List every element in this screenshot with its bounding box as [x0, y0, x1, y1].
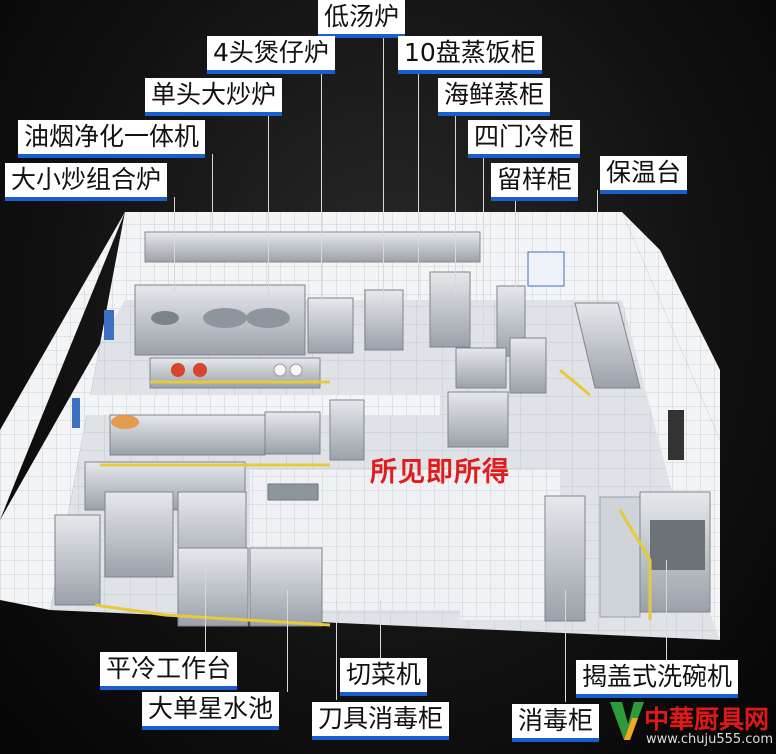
label-single-head-wok: 单头大炒炉	[145, 78, 283, 116]
label-knife-sterilizer: 刀具消毒柜	[312, 702, 450, 740]
leader-line	[515, 197, 516, 287]
label-ten-tray-steamer: 10盘蒸饭柜	[398, 36, 542, 74]
leader-line	[287, 590, 288, 692]
label-combo-wok: 大小炒组合炉	[5, 163, 168, 201]
label-seafood-steamer: 海鲜蒸柜	[438, 78, 551, 116]
leader-line	[205, 560, 206, 652]
brand-logo: 中華厨具网 www.chuju555.com	[610, 698, 776, 754]
label-low-soup-stove: 低汤炉	[318, 0, 406, 38]
left-wall	[0, 212, 125, 610]
leader-line	[418, 70, 419, 300]
leader-line	[383, 32, 384, 302]
label-flat-cooler-bench: 平冷工作台	[100, 652, 238, 690]
brand-logo-url: www.chuju555.com	[646, 732, 774, 747]
leader-line	[380, 600, 381, 658]
exhaust-hood	[144, 231, 481, 263]
leader-line	[336, 600, 337, 700]
leader-line	[212, 154, 213, 240]
leader-line	[666, 560, 667, 660]
label-warming-table: 保温台	[600, 156, 688, 194]
slogan-text: 所见即所得	[370, 457, 510, 488]
leader-line	[483, 154, 484, 354]
label-big-single-sink: 大单星水池	[142, 692, 280, 730]
leader-line	[174, 197, 175, 292]
leader-line	[268, 112, 269, 300]
label-sterilizer: 消毒柜	[512, 704, 600, 742]
label-four-head-pot-stove: 4头煲仔炉	[207, 36, 335, 74]
leader-line	[597, 190, 598, 300]
brand-v-icon	[610, 702, 644, 740]
label-four-door-fridge: 四门冷柜	[468, 120, 581, 158]
label-sample-cabinet: 留样柜	[491, 163, 579, 201]
leader-line	[321, 70, 322, 302]
leader-line	[455, 112, 456, 297]
leader-line	[565, 590, 566, 702]
label-dishwasher: 揭盖式洗碗机	[576, 660, 739, 698]
label-vegetable-cutter: 切菜机	[340, 658, 428, 696]
brand-logo-title: 中華厨具网	[644, 705, 770, 734]
label-fume-purifier: 油烟净化一体机	[18, 120, 206, 158]
